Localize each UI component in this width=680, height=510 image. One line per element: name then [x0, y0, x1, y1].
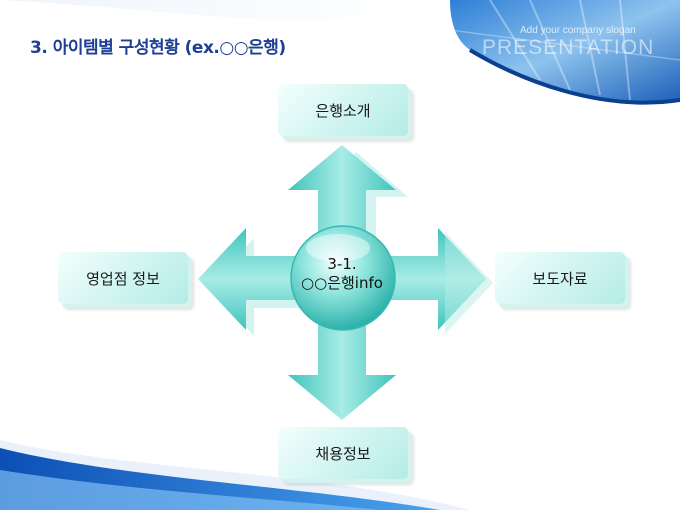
- box-recruitment-label: 채용정보: [315, 444, 371, 463]
- center-sphere: [290, 225, 396, 331]
- box-bank-intro-label: 은행소개: [315, 101, 371, 120]
- arrow-right: [380, 228, 493, 334]
- header-banner-image: [450, 0, 680, 105]
- page-title: 3. 아이템별 구성현황 (ex.○○은행): [30, 38, 286, 58]
- arrow-down: [288, 320, 396, 420]
- company-slogan: Add your company slogan: [520, 25, 636, 36]
- box-press-release[interactable]: 보도자료: [495, 252, 625, 304]
- center-label-line2: ○○은행info: [301, 274, 383, 292]
- box-press-release-label: 보도자료: [532, 269, 588, 288]
- box-bank-intro[interactable]: 은행소개: [278, 84, 408, 136]
- banner-text: PRESENTATION: [482, 36, 655, 59]
- box-branch-info-label: 영업점 정보: [86, 269, 160, 288]
- center-label: 3-1. ○○은행info: [286, 255, 398, 293]
- arrow-up: [288, 145, 408, 244]
- arrow-left: [198, 228, 314, 336]
- box-recruitment[interactable]: 채용정보: [278, 427, 408, 479]
- center-label-line1: 3-1.: [327, 255, 357, 273]
- box-branch-info[interactable]: 영업점 정보: [58, 252, 188, 304]
